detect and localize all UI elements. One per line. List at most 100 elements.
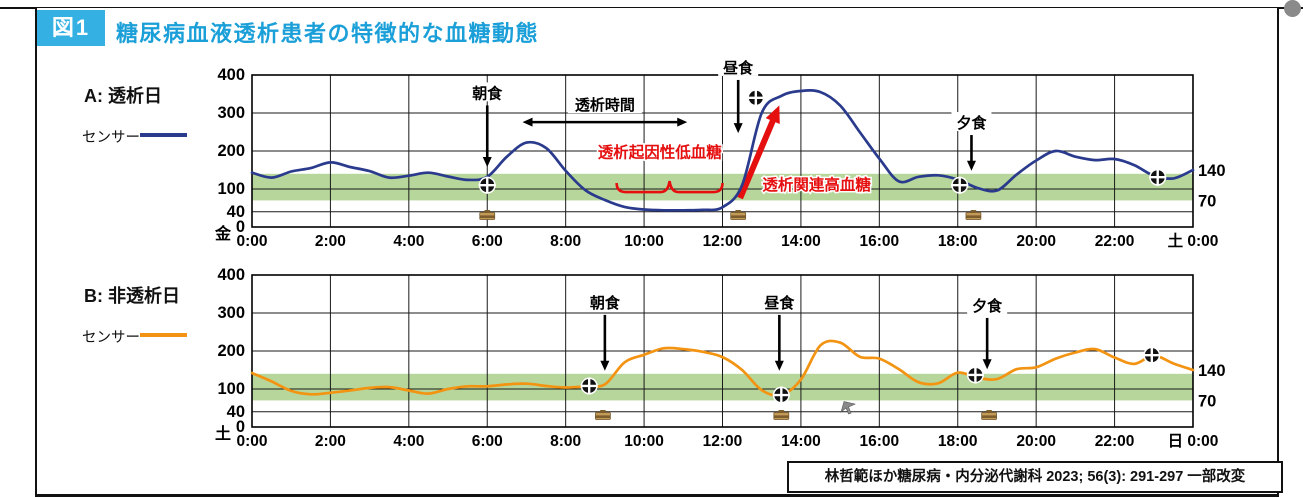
- panel-a-legend-line: [140, 133, 187, 137]
- x-tick-label: 10:00: [624, 233, 664, 250]
- x-tick-label: 10:00: [624, 433, 664, 450]
- cursor-icon: [840, 401, 856, 415]
- x-tick-label: 20:00: [1016, 233, 1056, 250]
- day-start-label: 土: [215, 424, 231, 443]
- x-tick-label: 16:00: [859, 233, 899, 250]
- x-tick-label: 16:00: [859, 433, 899, 450]
- meal-arrowhead: [774, 360, 784, 371]
- x-tick-label: 4:00: [393, 233, 424, 250]
- meal-label: 朝食: [590, 294, 621, 312]
- panel-b-legend-line: [140, 333, 187, 337]
- page-anchor-dot: [1284, 0, 1301, 17]
- meal-bento-icon: [773, 410, 790, 420]
- x-tick-label: 4:00: [393, 433, 424, 450]
- band-low-label: 70: [1198, 192, 1216, 210]
- x-tick-label: 8:00: [550, 233, 581, 250]
- label-bg: [467, 82, 508, 102]
- label-bg: [967, 294, 1008, 314]
- figure-title: 糖尿病血液透析患者の特徴的な血糖動態: [116, 21, 540, 46]
- x-tick-label: 22:00: [1095, 233, 1135, 250]
- hyperglycemia-arrowhead: [765, 105, 780, 125]
- smbg-marker: [747, 89, 765, 107]
- x-tick-label: 20:00: [1016, 433, 1056, 450]
- x-tick-label: 22:00: [1095, 433, 1135, 450]
- smbg-marker: [1149, 168, 1167, 186]
- y-tick-label: 40: [227, 203, 245, 221]
- x-end-label: 日 0:00: [1168, 432, 1219, 450]
- hyperglycemia-arrow: [737, 115, 778, 200]
- chart-b-svg: 400 300 200 100 400 140 70 0:00 2:00 4:00 6:00 8:00…: [215, 266, 1226, 450]
- panel-a-label: A: 透析日: [84, 86, 162, 106]
- meal-bento-icon: [981, 410, 997, 420]
- x-tick-label: 6:00: [472, 233, 503, 250]
- x-tick-label: 14:00: [781, 433, 821, 450]
- red-annotation: 透析起因性低血糖: [598, 143, 723, 162]
- y-tick-label: 400: [217, 66, 245, 84]
- x-tick-label: 18:00: [938, 433, 978, 450]
- x-tick-label: 8:00: [550, 433, 581, 450]
- day-start-label: 金: [214, 224, 232, 243]
- band-low-label: 70: [1198, 392, 1216, 410]
- meal-arrowhead: [733, 123, 743, 134]
- panel-b-legend-label: センサー: [82, 330, 140, 346]
- smbg-marker: [772, 386, 790, 404]
- x-tick-label: 12:00: [703, 233, 743, 250]
- x-tick-label: 14:00: [781, 233, 821, 250]
- sensor-line: [250, 89, 1195, 212]
- span-arrowhead-right: [677, 117, 688, 127]
- label-bg: [951, 112, 992, 132]
- meal-arrowhead: [600, 360, 610, 371]
- x-tick-label: 2:00: [315, 233, 346, 250]
- meal-arrowhead: [966, 160, 976, 171]
- meal-label: 昼食: [723, 59, 754, 77]
- smbg-marker: [478, 176, 496, 194]
- smbg-marker: [951, 176, 969, 194]
- meal-label: 朝食: [472, 84, 503, 102]
- x-tick-label: 6:00: [472, 433, 503, 450]
- red-annotation: 透析関連高血糖: [762, 175, 871, 194]
- band-high-label: 140: [1198, 362, 1226, 380]
- meal-label: 夕食: [956, 114, 987, 132]
- label-bg: [584, 291, 625, 311]
- label-bg: [759, 291, 800, 311]
- y-tick-label: 100: [217, 180, 245, 198]
- x-tick-label: 18:00: [938, 233, 978, 250]
- y-tick-label: 0: [236, 218, 245, 236]
- chart-a-svg: 400 300 200 100 400 140 70 0:00 2:00 4:00 6:00 8:00…: [214, 56, 1226, 250]
- y-tick-label: 300: [217, 104, 245, 122]
- x-end-label: 土 0:00: [1168, 231, 1219, 250]
- meal-bento-icon: [479, 210, 496, 220]
- dialysis-span-label: 透析時間: [575, 96, 635, 114]
- figure-number-badge: 図1: [37, 10, 105, 46]
- meal-arrowhead: [982, 359, 992, 370]
- meal-bento-icon: [730, 210, 747, 220]
- smbg-marker: [1143, 346, 1161, 364]
- y-tick-label: 300: [217, 304, 245, 322]
- plot-border: [251, 274, 1194, 428]
- y-tick-label: 400: [217, 266, 245, 284]
- y-tick-label: 200: [217, 342, 245, 360]
- figure-card: [35, 8, 1279, 497]
- smbg-marker: [580, 377, 598, 395]
- meal-label: 夕食: [972, 297, 1003, 315]
- y-tick-label: 40: [227, 403, 245, 421]
- panel-b-label: B: 非透析日: [84, 286, 180, 306]
- meal-arrowhead: [482, 156, 492, 167]
- hypoglycemia-brace: [615, 180, 724, 194]
- y-tick-label: 200: [217, 142, 245, 160]
- y-tick-label: 0: [236, 418, 245, 436]
- label-bg: [718, 56, 759, 76]
- y-tick-label: 100: [217, 380, 245, 398]
- x-tick-label: 0:00: [236, 233, 267, 250]
- meal-label: 昼食: [764, 294, 795, 312]
- band-high-label: 140: [1198, 162, 1226, 180]
- meal-bento-icon: [595, 410, 611, 420]
- x-tick-label: 0:00: [236, 433, 267, 450]
- span-arrowhead-left: [522, 117, 533, 127]
- x-tick-label: 2:00: [315, 433, 346, 450]
- citation-box: 林哲範ほか糖尿病・内分泌代謝科 2023; 56(3): 291-297 一部改…: [787, 461, 1283, 493]
- x-tick-label: 12:00: [703, 433, 743, 450]
